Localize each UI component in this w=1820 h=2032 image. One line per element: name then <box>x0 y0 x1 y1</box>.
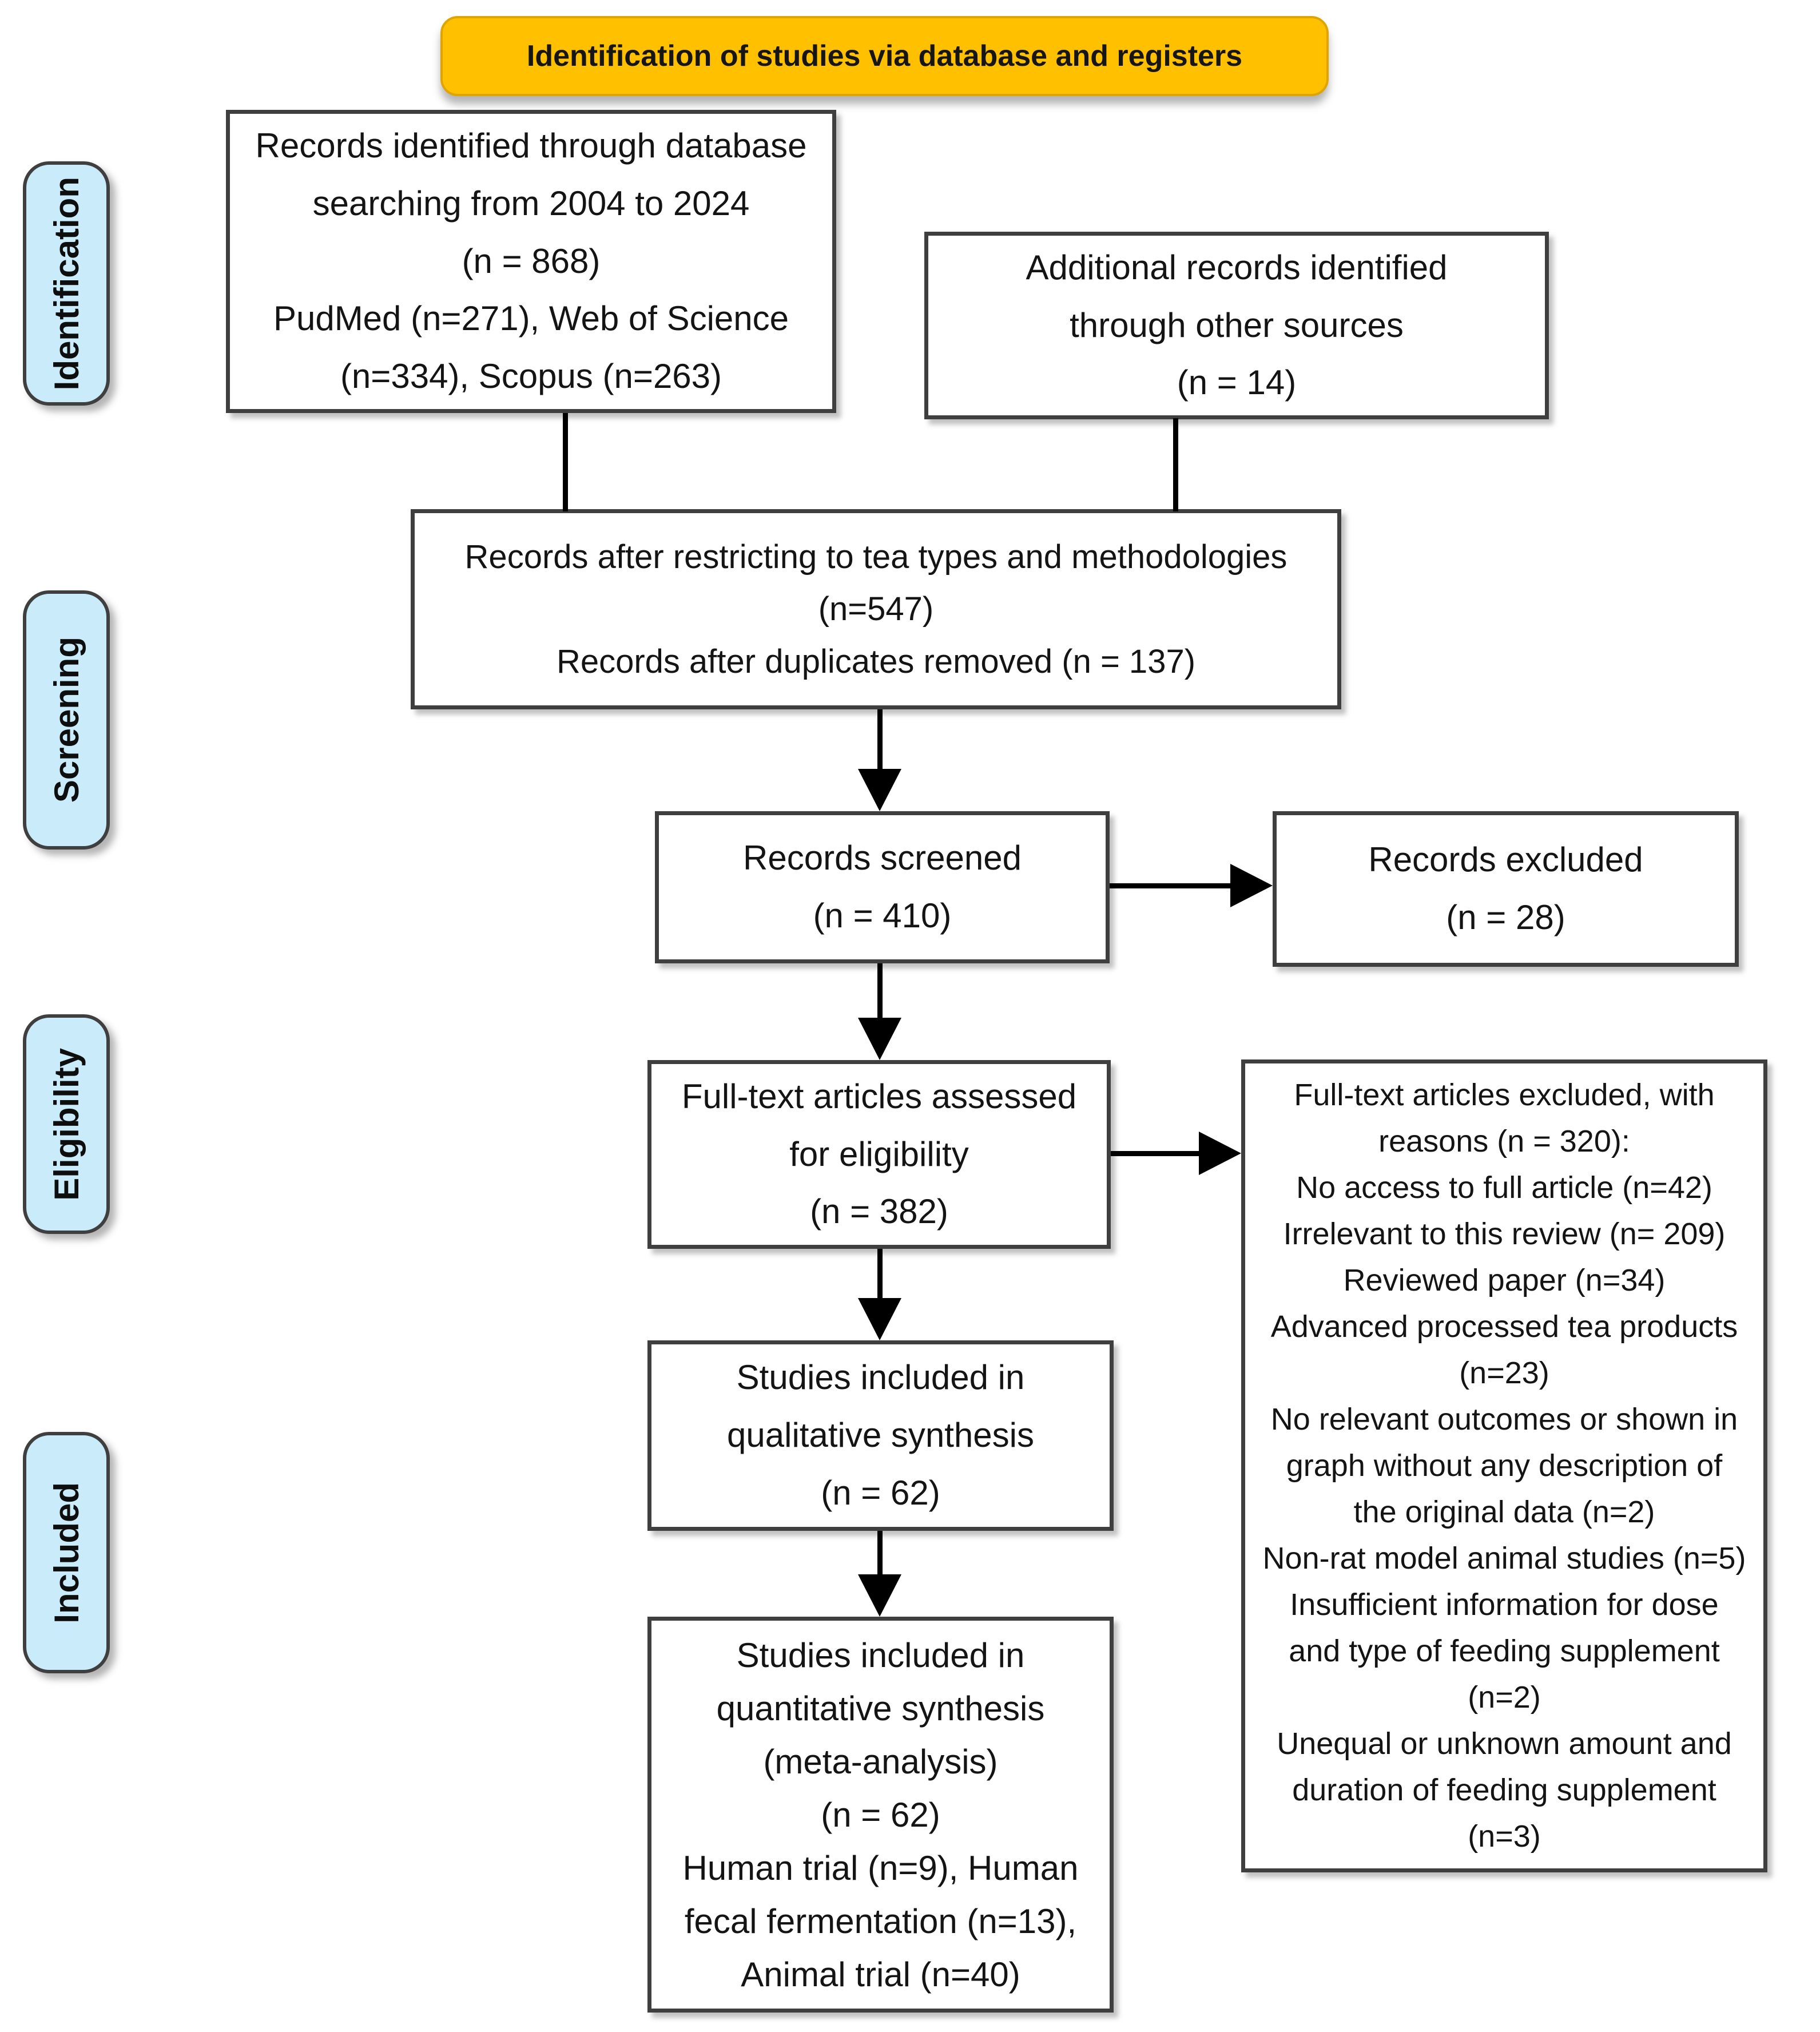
flow-box-additional-records: Additional records identified through ot… <box>924 232 1549 419</box>
flow-box-fulltext-assessed: Full-text articles assessed for eligibil… <box>647 1060 1111 1249</box>
arrowhead-down-into-fulltext <box>858 1018 901 1060</box>
arrowhead-right-into-excluded <box>1230 864 1273 907</box>
stage-label-screening: Screening <box>23 590 110 850</box>
stage-label-included-text: Included <box>47 1482 86 1624</box>
flow-box-qualitative-synthesis: Studies included in qualitative synthesi… <box>647 1340 1114 1531</box>
connector-fulltext-to-qualitative <box>877 1249 883 1301</box>
connector-identified-to-restricted <box>563 413 568 511</box>
stage-label-eligibility: Eligibility <box>23 1014 110 1234</box>
connector-restricted-to-screened <box>877 709 883 773</box>
flow-box-records-after-restricting: Records after restricting to tea types a… <box>411 509 1341 709</box>
flow-box-quantitative-synthesis: Studies included in quantitative synthes… <box>647 1617 1114 2013</box>
flow-box-fulltext-excluded-reasons: Full-text articles excluded, with reason… <box>1241 1059 1767 1872</box>
flow-box-records-screened: Records screened (n = 410) <box>655 811 1110 963</box>
flow-box-records-identified: Records identified through database sear… <box>226 110 836 413</box>
diagram-title-banner: Identification of studies via database a… <box>440 16 1329 96</box>
connector-screened-to-fulltext <box>877 963 883 1022</box>
arrowhead-down-into-quantitative <box>858 1574 901 1617</box>
stage-label-screening-text: Screening <box>47 637 86 803</box>
connector-fulltext-to-excluded-reasons <box>1111 1151 1202 1156</box>
flow-box-records-excluded: Records excluded (n = 28) <box>1273 811 1739 967</box>
stage-label-eligibility-text: Eligibility <box>47 1047 86 1201</box>
diagram-title-text: Identification of studies via database a… <box>526 39 1243 73</box>
arrowhead-right-into-excluded-reasons <box>1199 1132 1241 1175</box>
arrowhead-down-into-qualitative <box>858 1298 901 1340</box>
stage-label-identification: Identification <box>23 161 110 406</box>
connector-qualitative-to-quantitative <box>877 1531 883 1578</box>
connector-screened-to-excluded <box>1110 883 1234 888</box>
stage-label-identification-text: Identification <box>47 176 86 391</box>
stage-label-included: Included <box>23 1432 110 1673</box>
connector-additional-to-restricted <box>1173 418 1178 511</box>
arrowhead-down-into-screened <box>858 769 901 811</box>
